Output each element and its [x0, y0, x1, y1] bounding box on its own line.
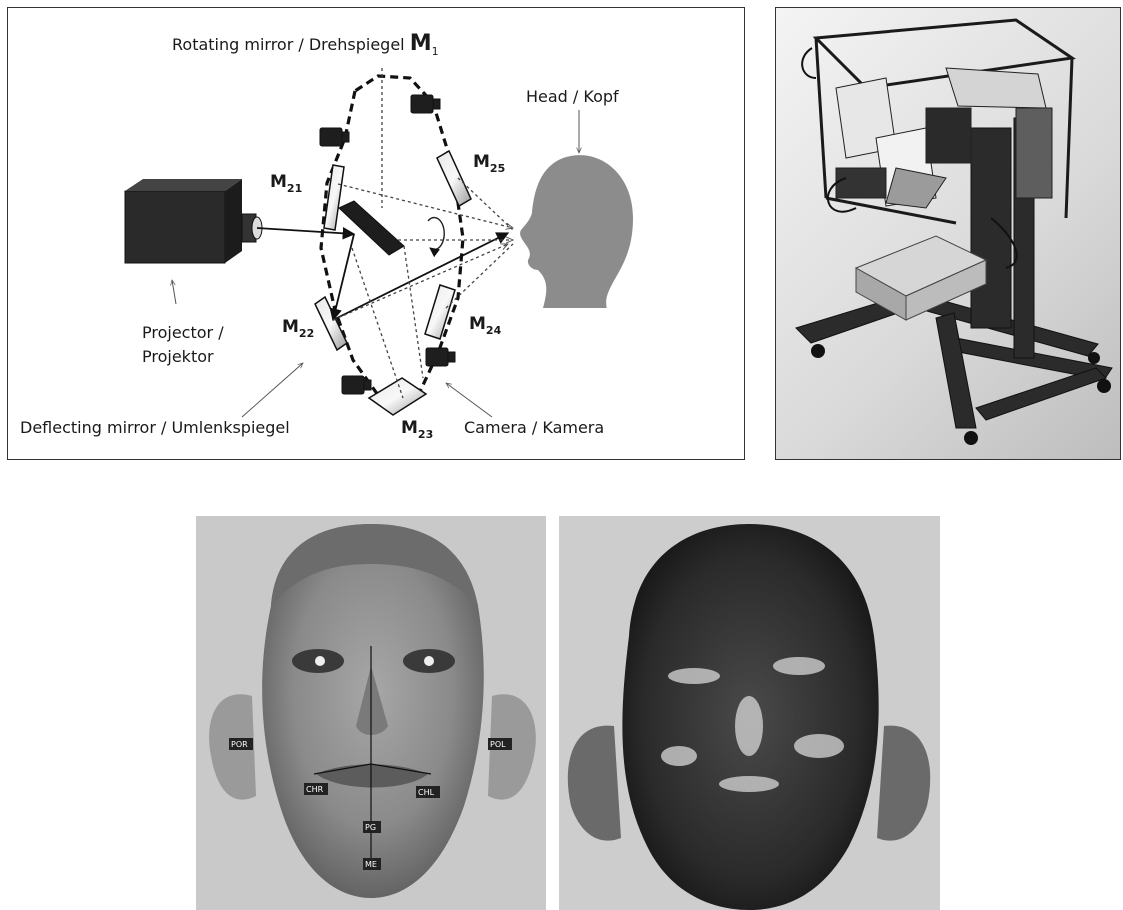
svg-text:PG: PG: [365, 823, 376, 832]
svg-text:CHR: CHR: [306, 785, 324, 794]
projector-icon: [125, 179, 262, 263]
mirror-label-m23: M23: [401, 418, 433, 441]
camera-label: Camera / Kamera: [464, 418, 604, 437]
landmark-pg: PG: [363, 821, 381, 833]
rotating-mirror-label: Rotating mirror / Drehspiegel M1: [172, 31, 439, 58]
rotation-arrow-icon: [428, 218, 444, 250]
svg-text:POR: POR: [231, 740, 248, 749]
face-scan-textured-drawing: [559, 516, 940, 910]
head-label: Head / Kopf: [526, 87, 619, 106]
mirror-label-m25: M25: [473, 152, 505, 175]
landmark-chl: CHL: [416, 786, 440, 798]
svg-text:CHL: CHL: [418, 788, 435, 797]
rotating-mirror-icon: [339, 201, 404, 255]
scanner-device-drawing: [776, 8, 1122, 461]
face-scan-landmarks-drawing: POR POL CHR CHL PG ME: [196, 516, 546, 910]
scanner-diagram: Rotating mirror / Drehspiegel M1 Head / …: [7, 7, 745, 460]
svg-text:ME: ME: [365, 860, 377, 869]
head-silhouette: [520, 155, 633, 308]
face-scan-landmarks: POR POL CHR CHL PG ME: [196, 516, 546, 910]
face-scan-textured: [559, 516, 940, 910]
mirror-icons: [315, 151, 471, 415]
svg-text:POL: POL: [490, 740, 506, 749]
landmark-pol: POL: [488, 738, 512, 750]
diagram-svg: Rotating mirror / Drehspiegel M1 Head / …: [8, 8, 746, 461]
mirror-label-m21: M21: [270, 172, 302, 195]
projector-label-line2: Projektor: [142, 347, 214, 366]
projector-label-line1: Projector /: [142, 323, 224, 342]
mirror-label-m22: M22: [282, 317, 314, 340]
landmark-me: ME: [363, 858, 381, 870]
mirror-label-m24: M24: [469, 314, 502, 337]
deflecting-mirror-label: Deflecting mirror / Umlenkspiegel: [20, 418, 290, 437]
landmark-chr: CHR: [304, 783, 328, 795]
scanner-device-photo: [775, 7, 1121, 460]
landmark-por: POR: [229, 738, 253, 750]
